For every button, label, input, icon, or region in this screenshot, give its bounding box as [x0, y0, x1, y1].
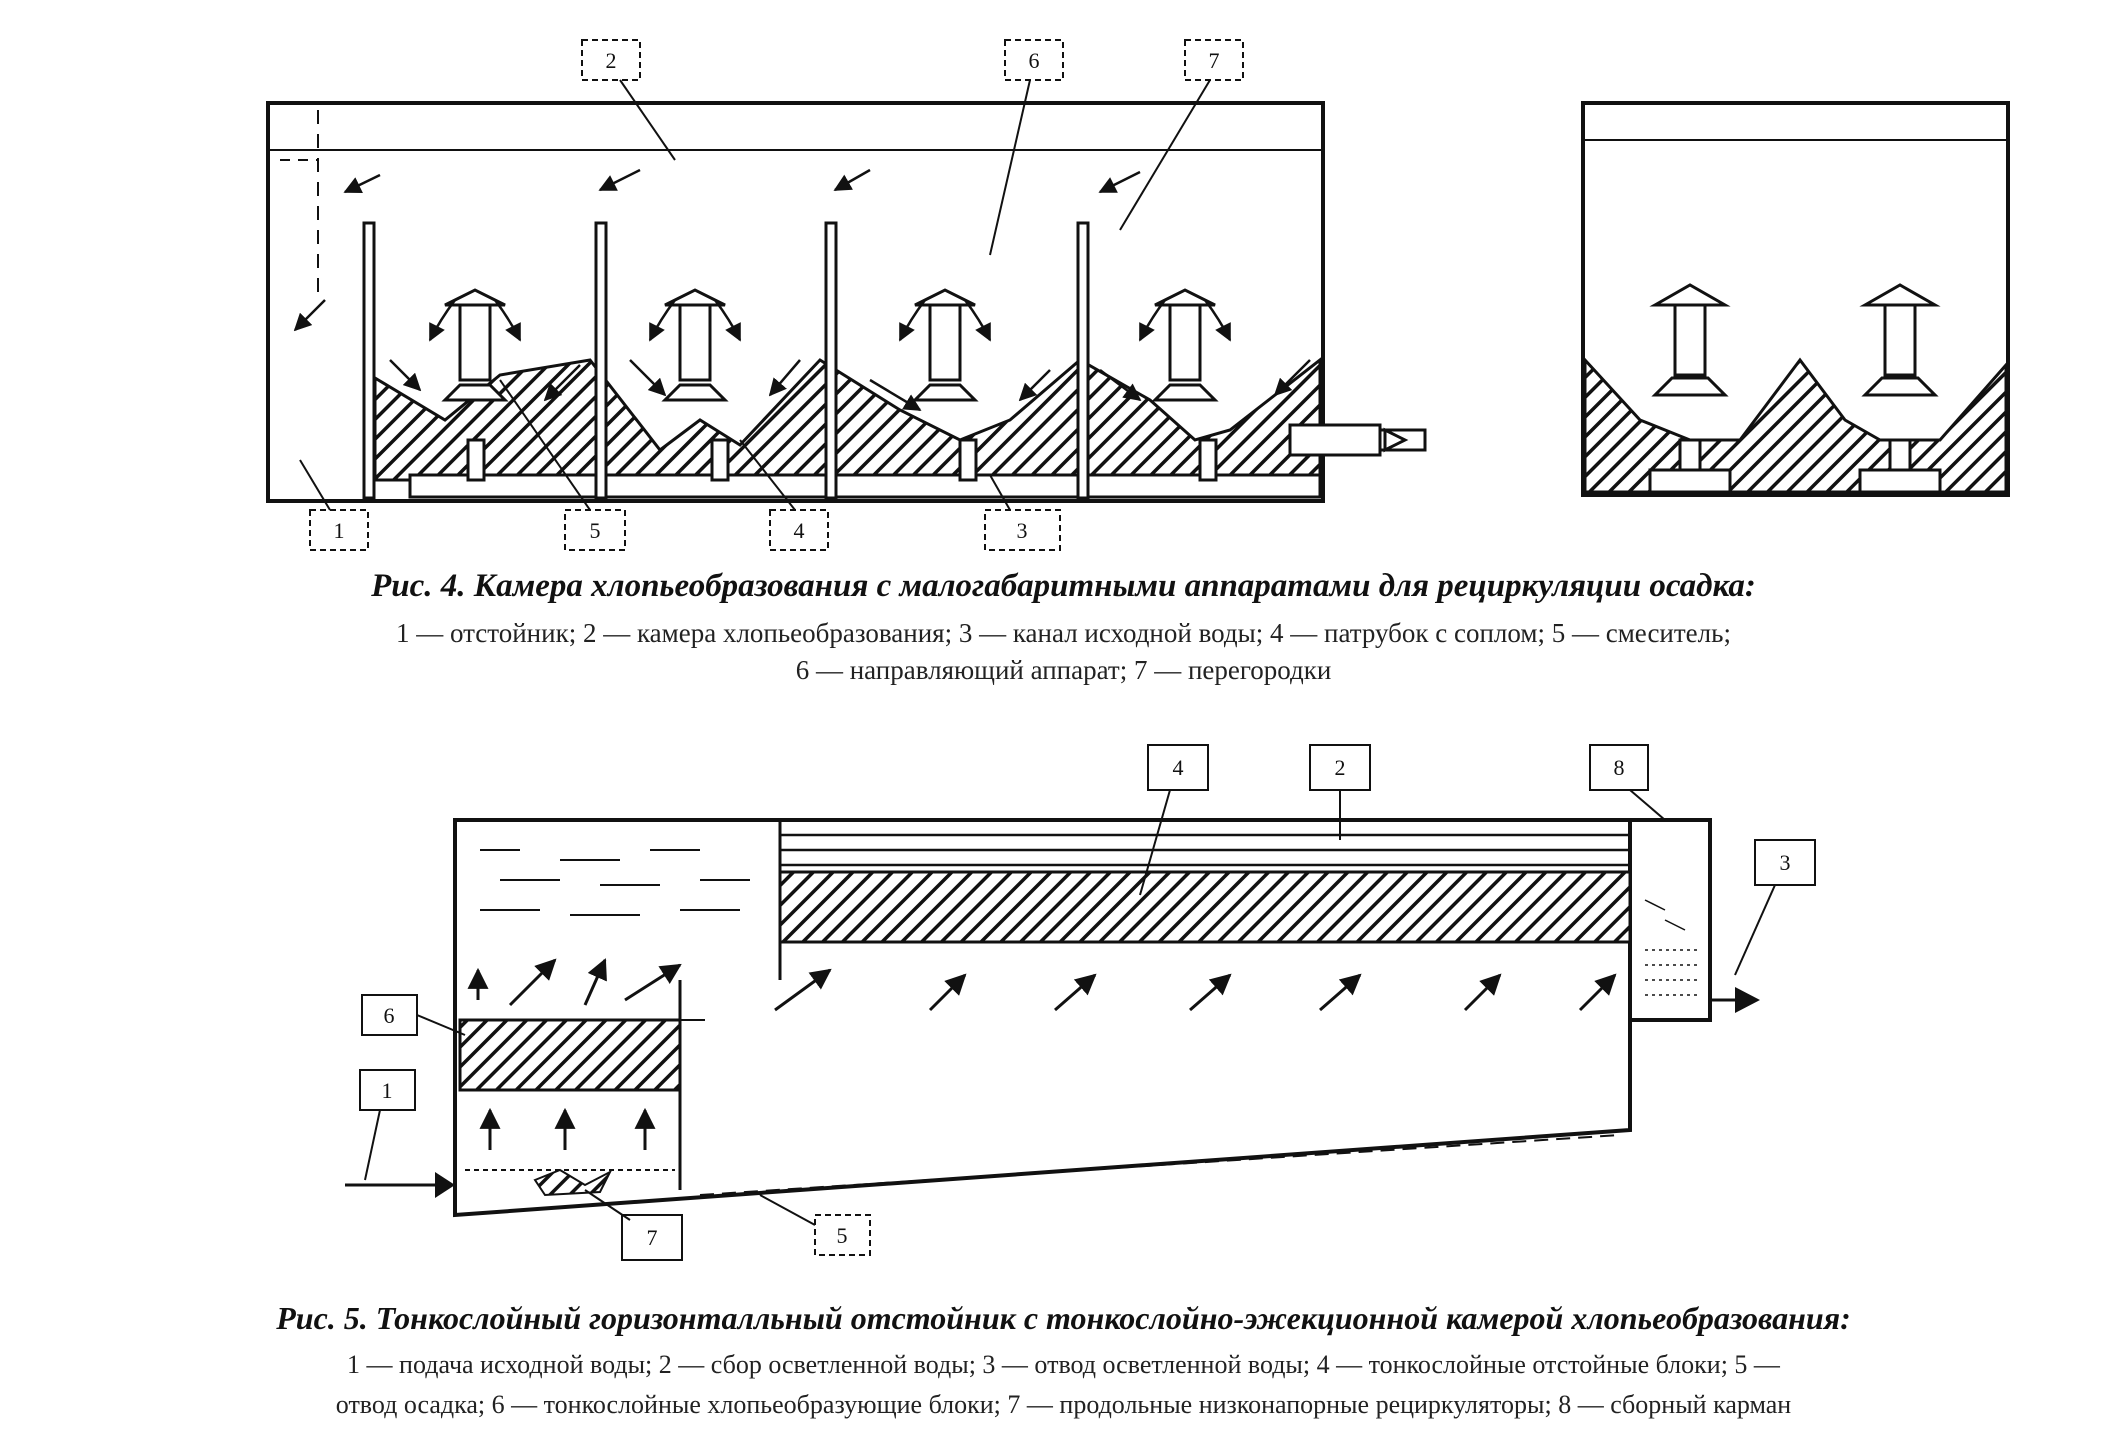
- figure4-side-mixers: [1648, 283, 1942, 494]
- svg-text:4: 4: [1173, 755, 1184, 780]
- figure5-water-surface: [480, 849, 750, 916]
- svg-text:6: 6: [384, 1003, 395, 1028]
- figure5-collection-pocket-fill: [1644, 899, 1700, 996]
- svg-text:5: 5: [590, 518, 601, 543]
- mixer-4: [1151, 288, 1219, 482]
- callout-fig5-7: 7: [584, 1189, 683, 1261]
- figure4-side-view: [1581, 101, 2010, 497]
- callout-fig4-5: 5: [499, 379, 626, 551]
- figure4-side-sediment: [1583, 356, 2008, 494]
- svg-text:7: 7: [647, 1225, 658, 1250]
- svg-text:2: 2: [1335, 755, 1346, 780]
- svg-text:5: 5: [837, 1223, 848, 1248]
- callout-fig5-5: 5: [759, 1194, 871, 1256]
- mixer-2: [661, 288, 730, 482]
- figure5-legend-line2: отвод осадка; 6 — тонкослойные хлопьеобр…: [335, 1390, 1792, 1419]
- figure5-callouts: 1 2 3 4 5 6 7 8: [359, 744, 1816, 1261]
- figure5-flow-arrows: [467, 958, 1617, 1150]
- callout-fig5-1: 1: [359, 1069, 416, 1181]
- svg-text:4: 4: [794, 518, 805, 543]
- callout-fig5-3: 3: [1734, 839, 1816, 976]
- figure4-legend-line2: 6 — направляющий аппарат; 7 — перегородк…: [795, 655, 1332, 685]
- svg-text:1: 1: [382, 1078, 393, 1103]
- figure4-legend-line1: 1 — отстойник; 2 — камера хлопьеобразова…: [396, 618, 1731, 648]
- figure4-callouts: 1 2 3 4 5 6 7: [299, 39, 1244, 551]
- figure4-partitions: [362, 221, 1090, 500]
- svg-text:3: 3: [1017, 518, 1028, 543]
- figure5-collection-lines: [780, 833, 1630, 867]
- figure5-flocculation-blocks: [458, 1018, 682, 1092]
- svg-text:8: 8: [1614, 755, 1625, 780]
- figure4-title: Рис. 4. Камера хлопьеобразования с малог…: [371, 568, 1756, 604]
- figure4-main-chamber: [266, 101, 1325, 503]
- mixer-3: [911, 288, 979, 482]
- callout-fig4-6: 6: [989, 39, 1064, 256]
- figure4-source-channel: [408, 423, 1427, 499]
- figure5-recirculators: [465, 1168, 675, 1197]
- callout-fig5-2: 2: [1309, 744, 1371, 840]
- figure5-title: Рис. 5. Тонкослойный горизонталльный отс…: [276, 1300, 1851, 1336]
- figure5-legend-line1: 1 — подача исходной воды; 2 — сбор освет…: [347, 1350, 1780, 1379]
- figure4-mixers: [441, 288, 1219, 482]
- svg-text:2: 2: [606, 48, 617, 73]
- svg-text:7: 7: [1209, 48, 1220, 73]
- mixer-1: [441, 288, 509, 482]
- callout-fig5-4: 4: [1139, 744, 1209, 896]
- svg-text:1: 1: [334, 518, 345, 543]
- callout-fig4-4: 4: [739, 439, 829, 551]
- callout-fig4-3: 3: [984, 474, 1061, 551]
- svg-text:6: 6: [1029, 48, 1040, 73]
- figure4-flow-arrows: [293, 168, 1311, 412]
- figure5-inlet-arrow: [345, 1172, 455, 1198]
- callout-fig4-2: 2: [581, 39, 676, 161]
- callout-fig5-8: 8: [1589, 744, 1666, 821]
- figure5-settling-blocks: [778, 870, 1632, 944]
- svg-text:3: 3: [1780, 850, 1791, 875]
- figure5-outlet-arrow: [1710, 987, 1760, 1013]
- callout-fig5-6: 6: [361, 994, 466, 1036]
- callout-fig4-7: 7: [1119, 39, 1244, 231]
- callout-fig4-1: 1: [299, 459, 369, 551]
